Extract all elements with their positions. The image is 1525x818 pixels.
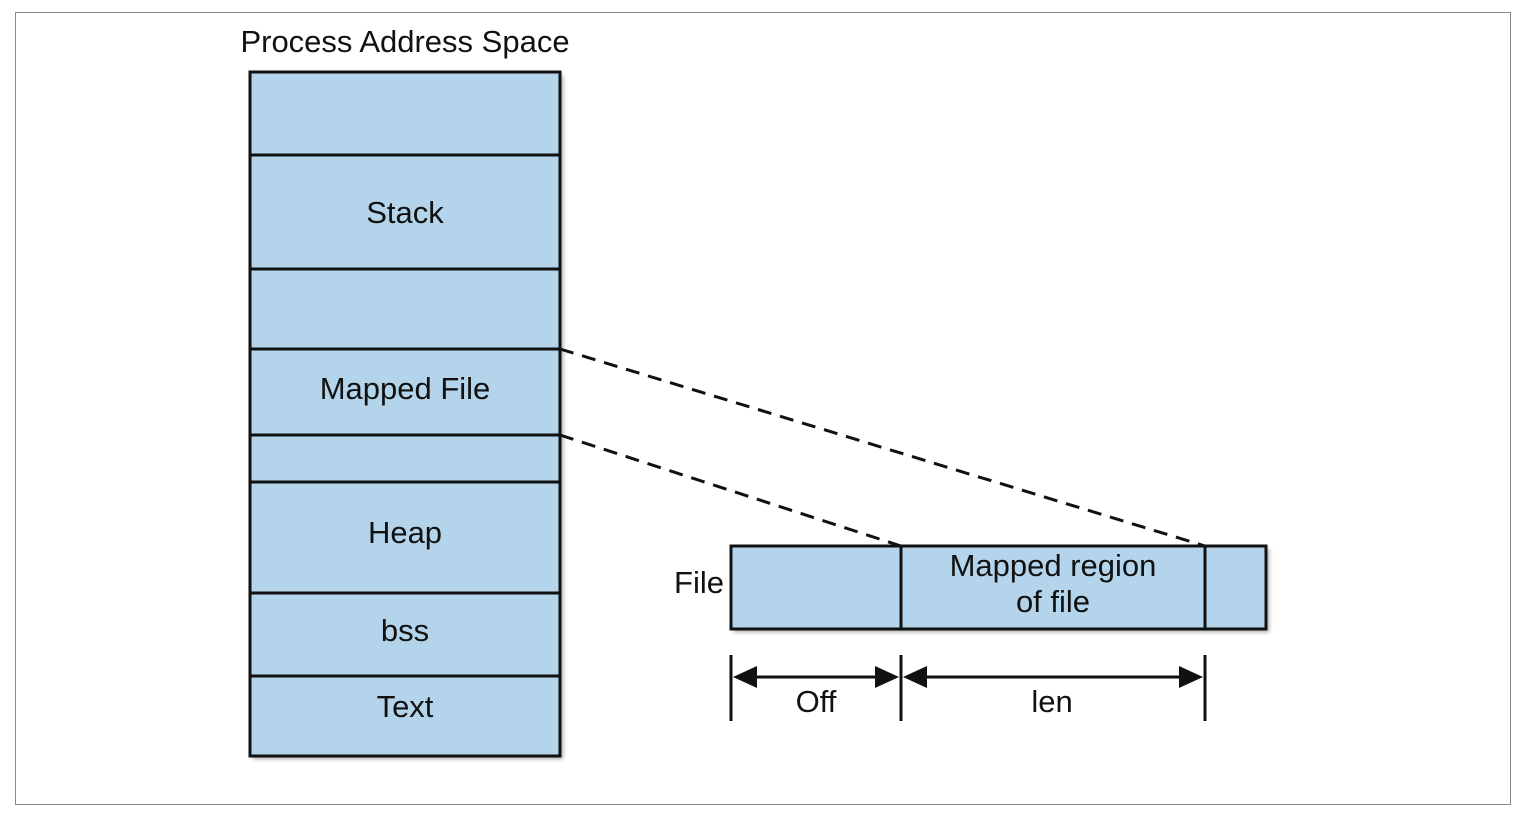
len-label: len [1031,684,1072,719]
address-space-segments: Stack Mapped File Heap bss Text [248,70,562,758]
len-arrowhead-left [903,666,927,688]
off-label: Off [796,684,837,719]
off-arrowhead-right [875,666,899,688]
segment-mapped-file-label: Mapped File [320,371,491,406]
len-arrowhead-right [1179,666,1203,688]
figure-frame [15,12,1511,805]
segment-text-label: Text [377,689,434,724]
segment-stack-label: Stack [366,195,444,230]
dimension-markers: Off len [729,655,1207,721]
mapped-region-label-line2: of file [1016,584,1090,619]
file-label: File [674,565,724,600]
segment-bss-label: bss [381,613,429,648]
projection-line-top [559,347,1206,548]
file-bar [731,546,1266,629]
segment-heap-label: Heap [368,515,442,550]
process-address-space-title: Process Address Space [240,24,569,59]
mapped-region-label-line1: Mapped region [950,548,1157,583]
off-arrowhead-left [733,666,757,688]
projection-line-bottom [559,433,902,548]
address-space-column [250,72,560,756]
